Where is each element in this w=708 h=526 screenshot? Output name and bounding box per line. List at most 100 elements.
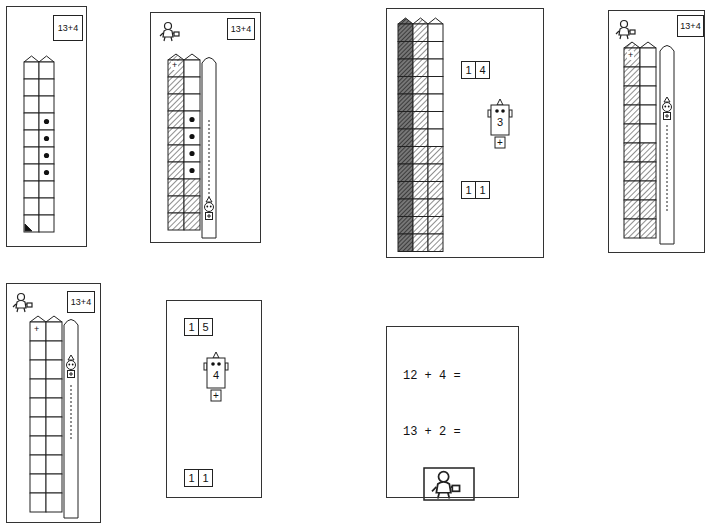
marker-head (67, 361, 76, 370)
sum-text: 13+4 (680, 21, 700, 31)
strip-cell (184, 94, 200, 111)
strip-cell (168, 213, 184, 230)
strip-cell (24, 113, 39, 130)
strip-cell (640, 200, 656, 219)
digit-box: 1 (184, 318, 199, 336)
strip-cell (428, 164, 443, 182)
strip-cell (624, 86, 640, 105)
marker-eye (72, 364, 74, 366)
marker-antenna (664, 97, 670, 102)
strip-cell (624, 124, 640, 143)
marker-antenna (68, 355, 74, 360)
digit-box: 1 (184, 469, 199, 487)
strip-cap (39, 56, 54, 62)
robot-sign: + (487, 137, 513, 148)
strip-cell (398, 94, 413, 112)
strip-cell (428, 42, 443, 60)
counting-dot (189, 151, 194, 156)
dotted-track (209, 120, 210, 200)
strip-cell (39, 181, 54, 198)
counting-dot (189, 168, 194, 173)
sum-box: 13+4 (53, 15, 83, 41)
strip-cell (428, 234, 443, 252)
strip-cell (168, 145, 184, 162)
child-icon (432, 472, 460, 499)
strip-cell (398, 112, 413, 130)
strip-cap (184, 54, 200, 60)
digit-box: 1 (461, 181, 476, 199)
icon-body (163, 30, 173, 38)
strip-cell (30, 417, 46, 436)
strip-cell (30, 493, 46, 512)
strip-cap (624, 42, 640, 48)
strip-cell (168, 196, 184, 213)
strip-cell (39, 215, 54, 232)
strip-cell (640, 219, 656, 238)
strip-cell (46, 360, 62, 379)
strip-cell (30, 436, 46, 455)
loose-strip (660, 46, 674, 245)
strip-cell (398, 59, 413, 77)
strip-cell (184, 111, 200, 128)
strip-cell (640, 67, 656, 86)
robot-figure: 4+ (203, 349, 229, 409)
strip-cap (413, 18, 428, 24)
strip-cell (46, 436, 62, 455)
icon-block (174, 32, 179, 36)
strip-cell (624, 181, 640, 200)
strip-cell (184, 77, 200, 94)
digit: 1 (188, 321, 194, 333)
child-icon (616, 21, 635, 40)
strip-cell (413, 59, 428, 77)
marker-base (664, 113, 671, 120)
sum-box: 13+4 (227, 18, 255, 40)
sum-text: 13 + 2 = (403, 425, 461, 439)
strip-cell (46, 341, 62, 360)
strip-cell (184, 162, 200, 179)
strip-cell (168, 77, 184, 94)
icon-block (452, 486, 459, 492)
strip-cell (413, 94, 428, 112)
sum-text: 13+4 (58, 23, 78, 33)
strip-cell (428, 77, 443, 95)
strip-cell (624, 105, 640, 124)
strip-cell (624, 162, 640, 181)
strip-cell (624, 219, 640, 238)
strip-cell (413, 24, 428, 42)
marker-head (205, 203, 214, 212)
strip-cell (624, 48, 640, 67)
icon-frame (424, 468, 474, 500)
task-card: 13+4 (150, 12, 261, 243)
strip-cell (30, 474, 46, 493)
strip-cell (46, 493, 62, 512)
strip-cell (428, 59, 443, 77)
marker-eye (664, 106, 666, 108)
strip-cell (30, 360, 46, 379)
sum-text: 13+4 (231, 24, 251, 34)
strip-cell (398, 234, 413, 252)
icon-body (16, 301, 26, 309)
strip-cell (413, 42, 428, 60)
strip-cell (168, 128, 184, 145)
child-icon (160, 23, 179, 42)
robot-sign: + (203, 390, 229, 401)
strip-cell (39, 79, 54, 96)
strip-cell (640, 143, 656, 162)
robot-number: 3 (487, 115, 513, 129)
strip-cap (428, 18, 443, 24)
strip-cell (428, 94, 443, 112)
strip-cell (39, 130, 54, 147)
strip-cell (640, 181, 656, 200)
strip-cell (413, 129, 428, 147)
strip-cap (398, 18, 413, 24)
strip-cell (413, 164, 428, 182)
strip-cell (624, 143, 640, 162)
digit: 1 (202, 472, 208, 484)
marker-eye (68, 364, 70, 366)
strip-cell (398, 24, 413, 42)
task-card: 13+4 (608, 10, 705, 253)
strip-cell (184, 196, 200, 213)
strip-cell (413, 234, 428, 252)
strip-cap (30, 316, 46, 322)
strip-cell (46, 322, 62, 341)
